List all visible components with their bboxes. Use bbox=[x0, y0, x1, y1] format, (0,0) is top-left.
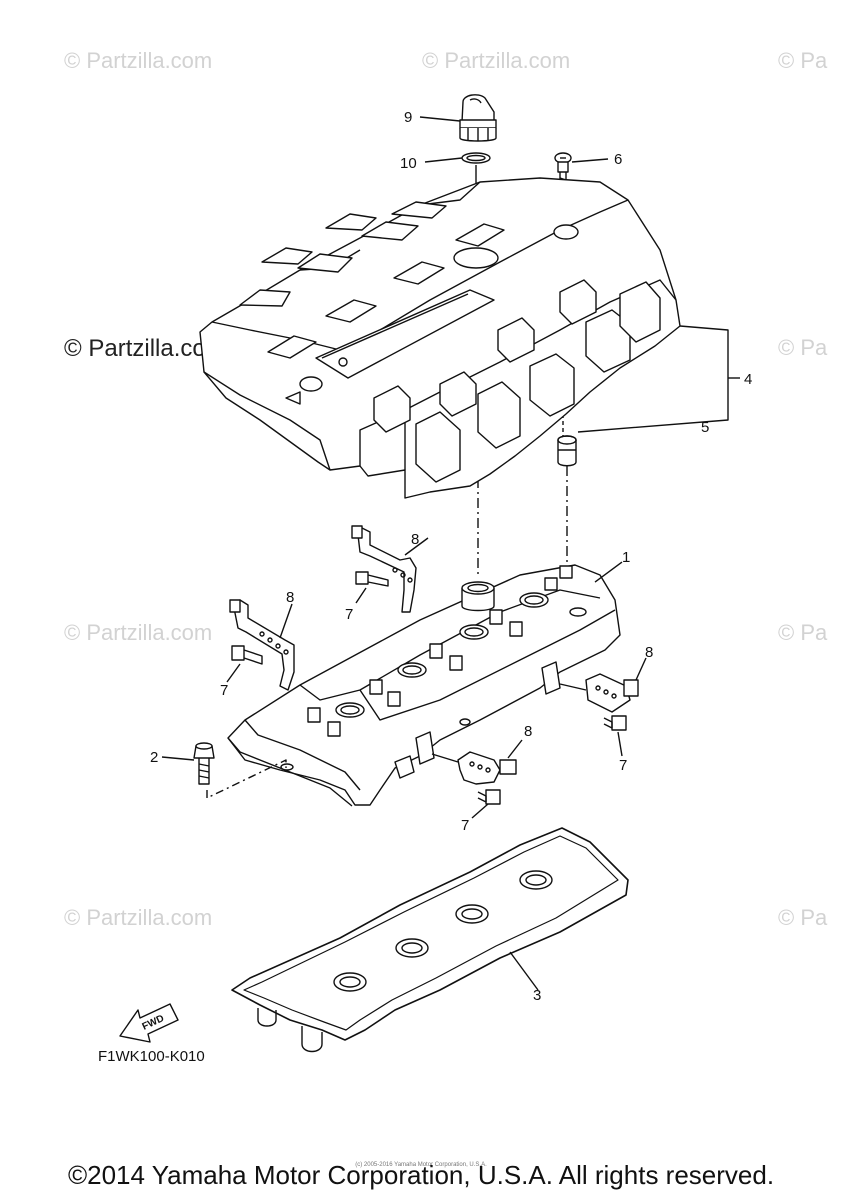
bolt-upper-left[interactable] bbox=[355, 571, 389, 587]
engine-top-cover[interactable] bbox=[199, 177, 681, 499]
callout-9: 9 bbox=[404, 109, 412, 126]
callout-7c: 7 bbox=[619, 757, 627, 774]
cylinder-head-cover[interactable] bbox=[227, 564, 621, 807]
watermark: © Pa bbox=[778, 335, 828, 360]
callout-6: 6 bbox=[614, 151, 622, 168]
oil-filler-cap[interactable] bbox=[459, 94, 497, 142]
watermark: © Partzilla.com bbox=[64, 48, 213, 73]
grommet[interactable] bbox=[557, 435, 577, 467]
leader-line bbox=[279, 603, 293, 639]
leader-line bbox=[404, 537, 429, 556]
leader-line bbox=[419, 116, 461, 122]
callout-4: 4 bbox=[744, 371, 752, 388]
bracket-upper-left[interactable] bbox=[351, 525, 417, 613]
forward-arrow-icon bbox=[119, 1003, 179, 1043]
head-cover-bolt[interactable] bbox=[193, 742, 215, 785]
callout-10: 10 bbox=[400, 155, 417, 172]
o-ring-inner bbox=[466, 154, 486, 162]
tiny-copyright: (c) 2005-2016 Yamaha Motor Corporation, … bbox=[355, 1162, 487, 1168]
watermark: © Pa bbox=[778, 905, 828, 930]
leader-line bbox=[507, 739, 523, 759]
head-cover-gasket[interactable] bbox=[231, 827, 629, 1053]
callout-8b: 8 bbox=[286, 589, 294, 606]
callout-7d: 7 bbox=[461, 817, 469, 834]
leader-line bbox=[471, 803, 489, 819]
bolt-mid-left[interactable] bbox=[231, 645, 263, 665]
leader-line bbox=[355, 587, 367, 604]
callout-2: 2 bbox=[150, 749, 158, 766]
bolt-lower[interactable] bbox=[477, 789, 501, 805]
leader-line bbox=[571, 158, 609, 163]
callout-8a: 8 bbox=[411, 531, 419, 548]
watermark: © Pa bbox=[778, 620, 828, 645]
watermark: © Partzilla.com bbox=[64, 905, 213, 930]
callout-7b: 7 bbox=[220, 682, 228, 699]
leader-line bbox=[424, 157, 463, 163]
leader-line bbox=[617, 731, 623, 757]
bracket-right[interactable] bbox=[559, 673, 639, 713]
callout-1: 1 bbox=[622, 549, 630, 566]
copyright-notice: ©2014 Yamaha Motor Corporation, U.S.A. A… bbox=[67, 1160, 775, 1190]
logo-emblem-icon bbox=[338, 357, 348, 367]
callout-7a: 7 bbox=[345, 606, 353, 623]
watermark: © Partzilla.com bbox=[64, 620, 213, 645]
callout-8d: 8 bbox=[524, 723, 532, 740]
bracket-mid-left[interactable] bbox=[229, 599, 295, 691]
axis-line bbox=[206, 759, 287, 799]
leader-bracket bbox=[577, 325, 729, 433]
callout-8c: 8 bbox=[645, 644, 653, 661]
leader-line bbox=[594, 561, 623, 583]
callout-3: 3 bbox=[533, 987, 541, 1004]
bolt-right[interactable] bbox=[603, 715, 627, 731]
bracket-lower[interactable] bbox=[431, 751, 517, 785]
callout-5: 5 bbox=[701, 419, 709, 436]
diagram-code: F1WK100-K010 bbox=[98, 1048, 205, 1065]
watermark-dark: © Partzilla.com bbox=[64, 335, 226, 362]
watermark: © Pa bbox=[778, 48, 828, 73]
o-ring[interactable] bbox=[461, 152, 491, 164]
leader-line bbox=[226, 663, 241, 683]
leader-line bbox=[161, 756, 195, 761]
leader-line bbox=[509, 951, 539, 991]
leader-line bbox=[635, 657, 647, 681]
watermark: © Partzilla.com bbox=[422, 48, 571, 73]
